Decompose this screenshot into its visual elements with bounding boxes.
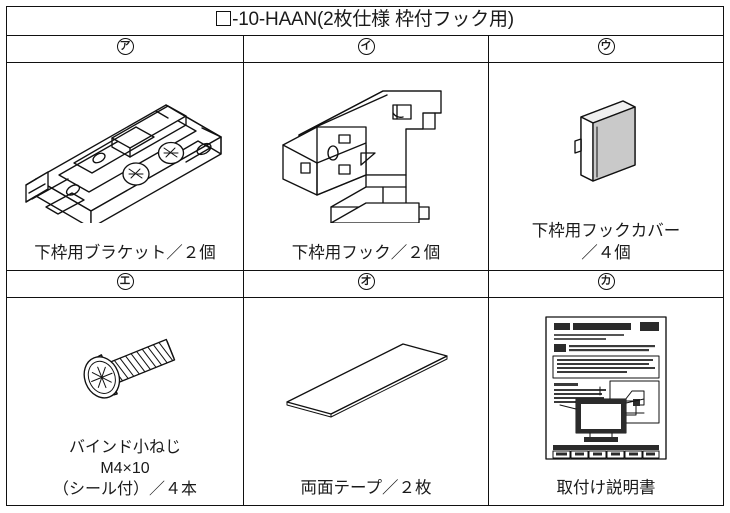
part-cell-manual: 取付け説明書 <box>487 297 725 506</box>
part-cell-hook-cover: 下枠用フックカバー ／４個 <box>487 62 725 271</box>
circled-label-ka: カ <box>597 273 615 290</box>
circled-label-o: オ <box>357 273 375 290</box>
part-row-2: バインド小ねじ M4×10 （シール付）／４本 両面テープ／２枚 <box>6 297 725 506</box>
part-caption-hook: 下枠用フック／２個 <box>291 244 441 262</box>
parts-list-sheet: -10-HAAN(2枚仕様 枠付フック用) ア イ ウ <box>5 6 725 506</box>
tape-illustration-area <box>244 298 488 477</box>
part-cell-tape: 両面テープ／２枚 <box>243 297 489 506</box>
part-row-1: 下枠用ブラケット／２個 <box>6 62 725 271</box>
page-title: -10-HAAN(2枚仕様 枠付フック用) <box>7 7 723 33</box>
manual-illustration-area <box>489 298 723 477</box>
title-row: -10-HAAN(2枚仕様 枠付フック用) <box>5 6 725 36</box>
part-caption-screw: バインド小ねじ M4×10 （シール付）／４本 <box>52 439 197 498</box>
circled-label-i: イ <box>357 38 375 55</box>
key-cell-o: オ <box>243 270 489 298</box>
part-cell-screw: バインド小ねじ M4×10 （シール付）／４本 <box>6 297 244 506</box>
part-caption-hook-cover: 下枠用フックカバー ／４個 <box>531 222 681 262</box>
key-cell-ka: カ <box>487 270 725 298</box>
key-cell-e: エ <box>6 270 244 298</box>
circled-label-a: ア <box>116 38 134 55</box>
hook-illustration <box>282 89 442 223</box>
part-cell-bracket: 下枠用ブラケット／２個 <box>6 62 244 271</box>
key-row-1: ア イ ウ <box>6 35 725 63</box>
part-caption-bracket: 下枠用ブラケット／２個 <box>34 244 216 262</box>
table-title-cell: -10-HAAN(2枚仕様 枠付フック用) <box>5 6 725 36</box>
page-title-text: -10-HAAN(2枚仕様 枠付フック用) <box>232 9 514 30</box>
screw-illustration <box>83 338 176 399</box>
circled-label-u: ウ <box>597 38 615 55</box>
bracket-screw-1 <box>122 161 150 186</box>
square-symbol-icon <box>216 11 232 26</box>
tape-illustration <box>286 342 448 417</box>
bracket-illustration <box>25 103 222 223</box>
part-caption-manual: 取付け説明書 <box>556 479 656 497</box>
circled-label-e: エ <box>116 273 134 290</box>
key-row-2: エ オ カ <box>6 270 725 298</box>
hook-cover-illustration <box>574 99 636 182</box>
part-cell-hook: 下枠用フック／２個 <box>243 62 489 271</box>
screw-illustration-area <box>7 298 243 437</box>
bracket-screw-2 <box>157 141 185 164</box>
key-cell-u: ウ <box>487 35 725 63</box>
hook-cover-illustration-area <box>489 63 723 220</box>
key-cell-a: ア <box>6 35 244 63</box>
manual-illustration <box>545 315 667 460</box>
parts-table: -10-HAAN(2枚仕様 枠付フック用) ア イ ウ <box>5 6 725 506</box>
hook-illustration-area <box>244 63 488 242</box>
bracket-illustration-area <box>7 63 243 242</box>
part-caption-tape: 両面テープ／２枚 <box>300 479 432 497</box>
key-cell-i: イ <box>243 35 489 63</box>
